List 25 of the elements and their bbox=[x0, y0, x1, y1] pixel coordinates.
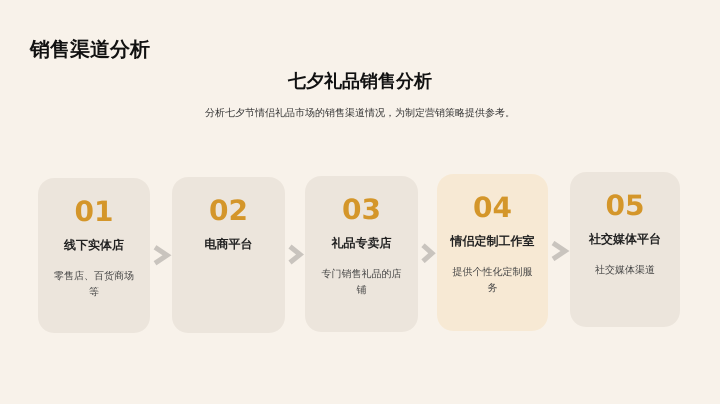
card-description: 零售店、百货商场等 bbox=[53, 270, 135, 300]
step-number: 02 bbox=[209, 197, 248, 225]
channel-card bbox=[305, 176, 418, 332]
chevron-arrow bbox=[552, 240, 570, 262]
channel-card bbox=[437, 174, 548, 331]
chevron-arrow bbox=[288, 244, 304, 264]
page-title: 销售渠道分析 bbox=[30, 36, 150, 63]
chevron-arrow bbox=[421, 243, 436, 264]
step-number: 01 bbox=[74, 198, 114, 226]
card-description: 专门销售礼品的店铺 bbox=[320, 268, 402, 298]
card-description: 社交媒体渠道 bbox=[595, 264, 655, 278]
card-title: 社交媒体平台 bbox=[589, 232, 661, 247]
channel-card bbox=[172, 177, 285, 333]
subtitle: 七夕礼品销售分析 bbox=[288, 70, 432, 94]
card-title: 电商平台 bbox=[204, 237, 252, 252]
channel-card bbox=[570, 172, 680, 327]
step-number: 04 bbox=[473, 194, 512, 222]
card-title: 情侣定制工作室 bbox=[450, 234, 534, 249]
step-number: 05 bbox=[606, 192, 644, 220]
card-title: 礼品专卖店 bbox=[332, 236, 392, 251]
chevron-arrow bbox=[154, 245, 172, 266]
card-title: 线下实体店 bbox=[64, 238, 124, 253]
description: 分析七夕节情侣礼品市场的销售渠道情况，为制定营销策略提供参考。 bbox=[205, 106, 515, 121]
step-number: 03 bbox=[342, 196, 381, 224]
card-description: 提供个性化定制服务 bbox=[452, 266, 534, 296]
